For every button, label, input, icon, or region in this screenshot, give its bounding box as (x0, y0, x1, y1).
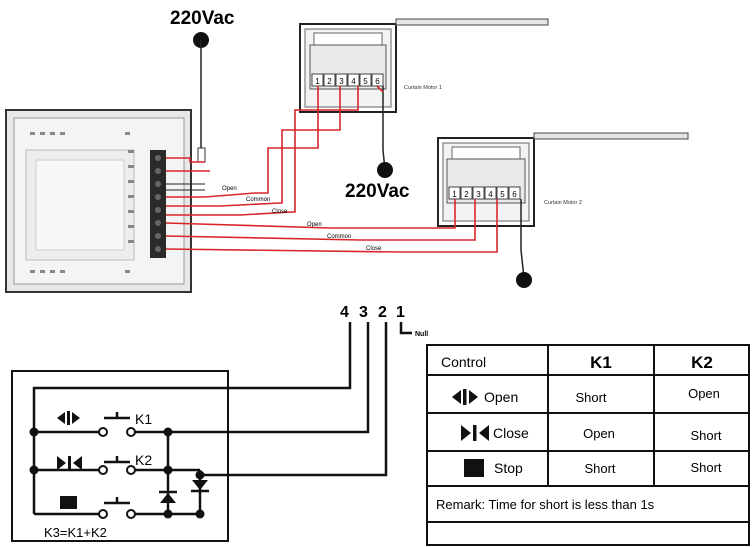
close-icon (461, 425, 489, 441)
terminal-number: 6 (512, 190, 517, 199)
curtain-motor-2: 1 2 3 4 5 6 Curtain Motor 2 (437, 132, 689, 227)
red-wires (165, 85, 498, 253)
null-label: Null (415, 331, 428, 338)
power-lead-mid: 220Vac (345, 86, 410, 202)
wire-label: Open (222, 186, 237, 192)
motor1-terminals: 1 2 3 4 5 6 (311, 73, 384, 87)
wire-label: Close (272, 209, 288, 215)
row-action: Stop (494, 460, 523, 476)
diode-icon (159, 490, 177, 503)
table-remark: Remark: Time for short is less than 1s (436, 497, 655, 512)
table-row: Stop Short Short (464, 459, 722, 477)
curtain-motor-1: 1 2 3 4 5 6 Curtain Motor 1 (299, 18, 549, 113)
wire-label: Open (307, 222, 322, 228)
terminal-number: 3 (339, 77, 344, 86)
close-icon (57, 456, 82, 470)
terminal-number: 2 (327, 77, 332, 86)
terminal-number: 5 (363, 77, 368, 86)
table-row: Open Short Open (452, 386, 720, 405)
open-icon (452, 389, 478, 405)
motor2-label: Curtain Motor 2 (544, 200, 582, 206)
terminal-number: 4 (488, 190, 493, 199)
wire-label: Close (366, 246, 382, 252)
wire-labels: Open Common Close Open Common Close (222, 186, 382, 252)
motor1-label: Curtain Motor 1 (404, 85, 442, 91)
k2-label: K2 (135, 452, 152, 468)
power-label-mid: 220Vac (345, 181, 410, 202)
k1-label: K1 (135, 411, 152, 427)
row-k2: Open (688, 386, 720, 401)
row-k2: Short (690, 428, 721, 443)
connector-number: 2 (378, 304, 387, 321)
connector-number: 3 (359, 304, 368, 321)
connector-number: 4 (340, 304, 349, 321)
terminal-number: 3 (476, 190, 481, 199)
row-action: Open (484, 389, 518, 405)
motor2-terminals: 1 2 3 4 5 6 (448, 186, 521, 200)
power-lead-top: 220Vac (170, 8, 235, 163)
row-k1: Open (583, 426, 615, 441)
terminal-number: 1 (452, 190, 457, 199)
stop-icon (60, 496, 77, 509)
connector-number: 1 (396, 304, 405, 321)
row-k2: Short (690, 460, 721, 475)
open-icon (57, 411, 80, 425)
switch-panel (5, 109, 192, 293)
wire-label: Common (246, 197, 270, 203)
terminal-number: 6 (375, 77, 380, 86)
terminal-number: 5 (500, 190, 505, 199)
power-label-top: 220Vac (170, 8, 235, 29)
table-row: Close Open Short (461, 425, 722, 443)
stop-icon (464, 459, 484, 477)
control-table: Control K1 K2 Open Short Open Close Open… (426, 344, 750, 546)
terminal-number: 2 (464, 190, 469, 199)
connector-numbers: 4 3 2 1 (340, 304, 405, 321)
diode-icon (191, 480, 209, 493)
switch-schematic: K1 K2 K3=K1+K2 (11, 322, 388, 542)
row-action: Close (493, 425, 529, 441)
table-header-k1: K1 (590, 353, 612, 372)
k3-formula: K3=K1+K2 (44, 525, 107, 540)
terminal-number: 4 (351, 77, 356, 86)
row-k1: Short (584, 461, 615, 476)
table-header-k2: K2 (691, 353, 713, 372)
terminal-number: 1 (315, 77, 320, 86)
motor2-lead (516, 199, 532, 288)
table-header-control: Control (441, 354, 486, 370)
row-k1: Short (575, 390, 606, 405)
wire-label: Common (327, 234, 351, 240)
